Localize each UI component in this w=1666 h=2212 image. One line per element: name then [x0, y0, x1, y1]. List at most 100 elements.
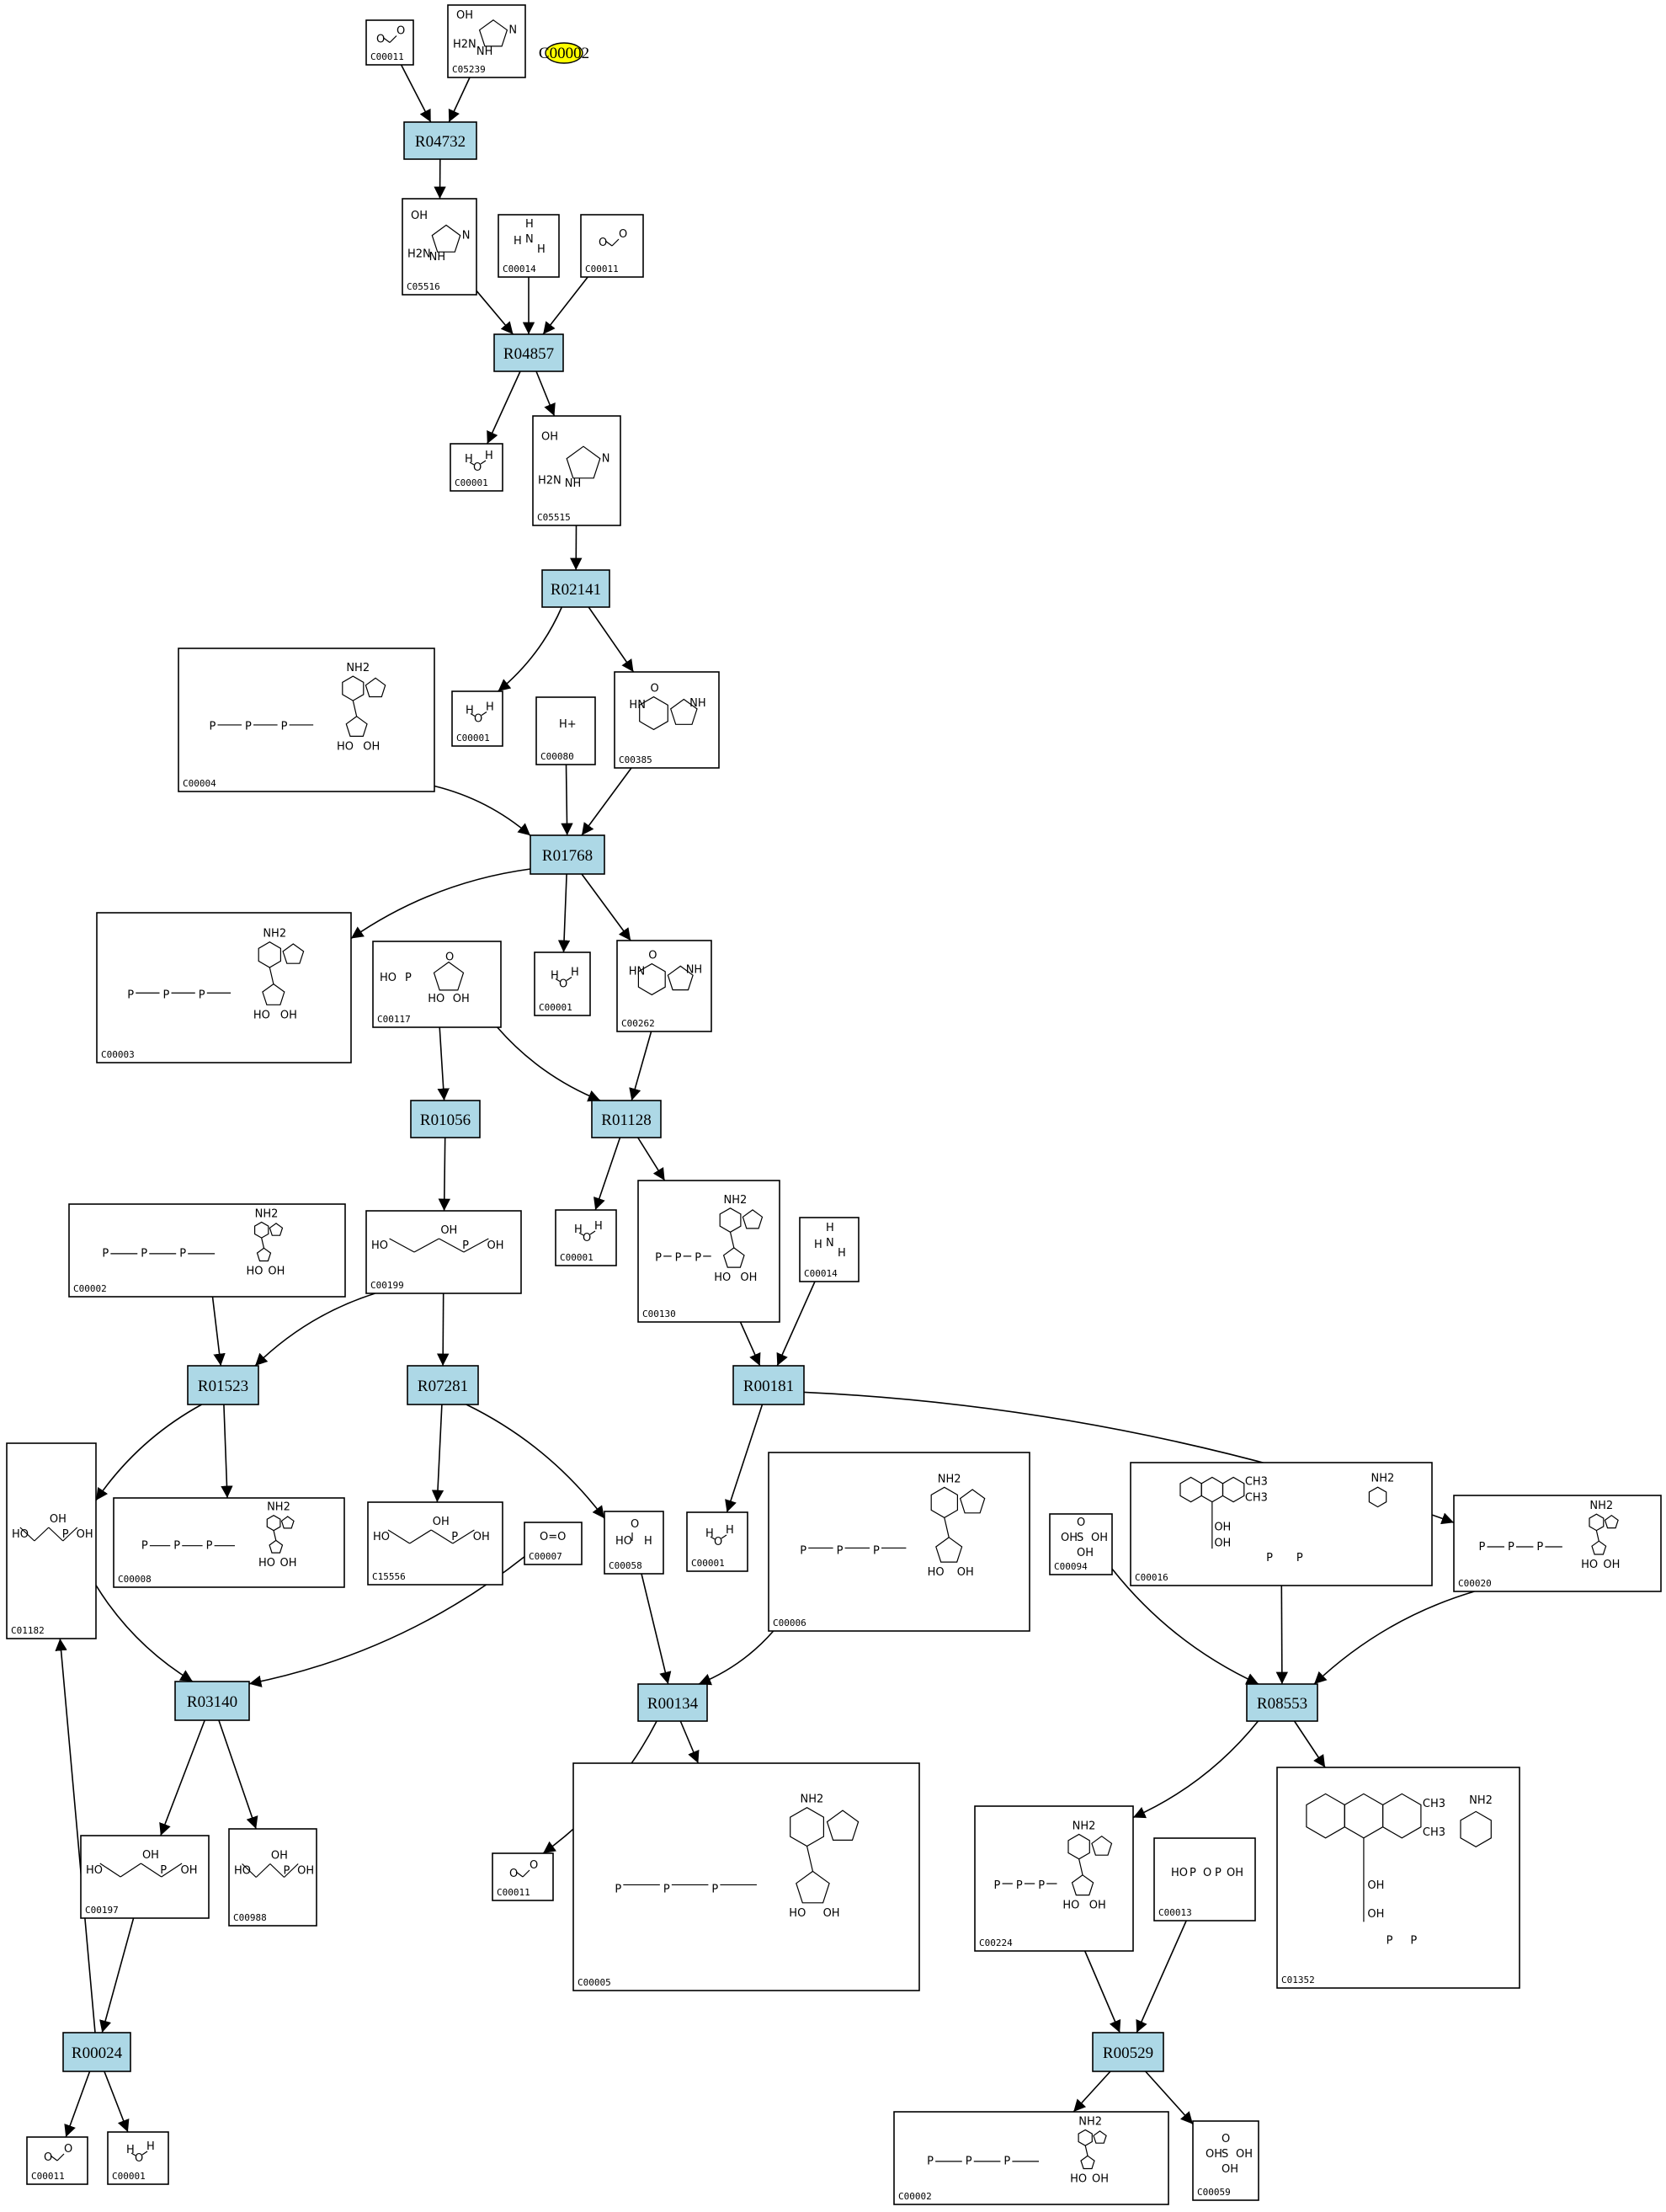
atom-label: P: [1215, 1867, 1222, 1879]
bond: [522, 1869, 530, 1878]
atom-label: H: [826, 1222, 834, 1234]
atom-label: HO: [428, 993, 444, 1005]
atom-label: OH: [280, 1009, 297, 1021]
reaction-edge: [211, 1296, 226, 1367]
atom-label: OH: [411, 210, 428, 222]
reaction-node[interactable]: R04857: [493, 333, 564, 372]
reaction-node[interactable]: R01523: [187, 1365, 259, 1405]
ribose-ring: [269, 1539, 284, 1554]
bond: [515, 1871, 524, 1878]
atom-label: P: [451, 1531, 458, 1543]
compound-id-label: C00001: [455, 477, 488, 488]
reaction-node[interactable]: R01056: [410, 1100, 481, 1138]
reaction-node[interactable]: R00529: [1092, 2032, 1164, 2072]
compound-id-label: C00002: [73, 1283, 107, 1294]
reaction-box: [732, 1365, 805, 1405]
compound-id-label: C00011: [370, 51, 404, 62]
atom-label: P: [160, 1864, 167, 1877]
atom-label: NH2: [267, 1501, 290, 1514]
reaction-node[interactable]: R02141: [541, 569, 610, 608]
atom-label: OH: [1206, 2148, 1222, 2161]
reaction-node[interactable]: R07281: [407, 1365, 479, 1405]
reaction-edge: [629, 1031, 652, 1101]
highlighted-compound[interactable]: C00002: [539, 42, 589, 64]
reaction-node[interactable]: R01768: [530, 834, 605, 875]
atom-label: P: [655, 1252, 662, 1265]
bond: [242, 1863, 257, 1878]
atom-label: O: [631, 1518, 639, 1531]
atom-label: P: [209, 721, 216, 733]
atom-label: P: [62, 1528, 69, 1541]
atom-label: OH: [1089, 1900, 1106, 1912]
bond: [1084, 2145, 1088, 2156]
atom-label: O: [583, 1232, 591, 1245]
reaction-node[interactable]: R01128: [591, 1100, 662, 1138]
reaction-node[interactable]: R04732: [403, 121, 477, 160]
reaction-node[interactable]: R03140: [174, 1681, 250, 1721]
atom-label: P: [1016, 1879, 1023, 1892]
atom-label: HO: [253, 1009, 270, 1021]
atom-label: P: [141, 1539, 148, 1552]
compound-node[interactable]: H+C00080: [535, 696, 596, 765]
compound-id-label: C01182: [11, 1625, 45, 1636]
atom-label: H: [537, 243, 546, 256]
reaction-node[interactable]: R00181: [732, 1365, 805, 1405]
bond: [284, 1863, 299, 1878]
bond: [56, 2153, 65, 2161]
compound-id-label: C01352: [1281, 1975, 1315, 1985]
reaction-node[interactable]: R00024: [62, 2032, 131, 2072]
atom-label: H: [644, 1535, 652, 1548]
compound-box: [6, 1442, 97, 1639]
atom-label: HO: [1070, 2173, 1087, 2186]
reaction-node[interactable]: R08553: [1246, 1683, 1318, 1722]
compound-box: [572, 1762, 920, 1991]
reaction-edge: [254, 1293, 375, 1367]
atom-label: HO: [1171, 1867, 1188, 1879]
reaction-id-label: R04857: [503, 345, 554, 363]
reaction-node[interactable]: R00134: [637, 1683, 708, 1722]
compound-id-label: C00014: [804, 1268, 838, 1279]
atom-label: HN: [629, 965, 646, 978]
atom-label: NH2: [1469, 1794, 1493, 1807]
